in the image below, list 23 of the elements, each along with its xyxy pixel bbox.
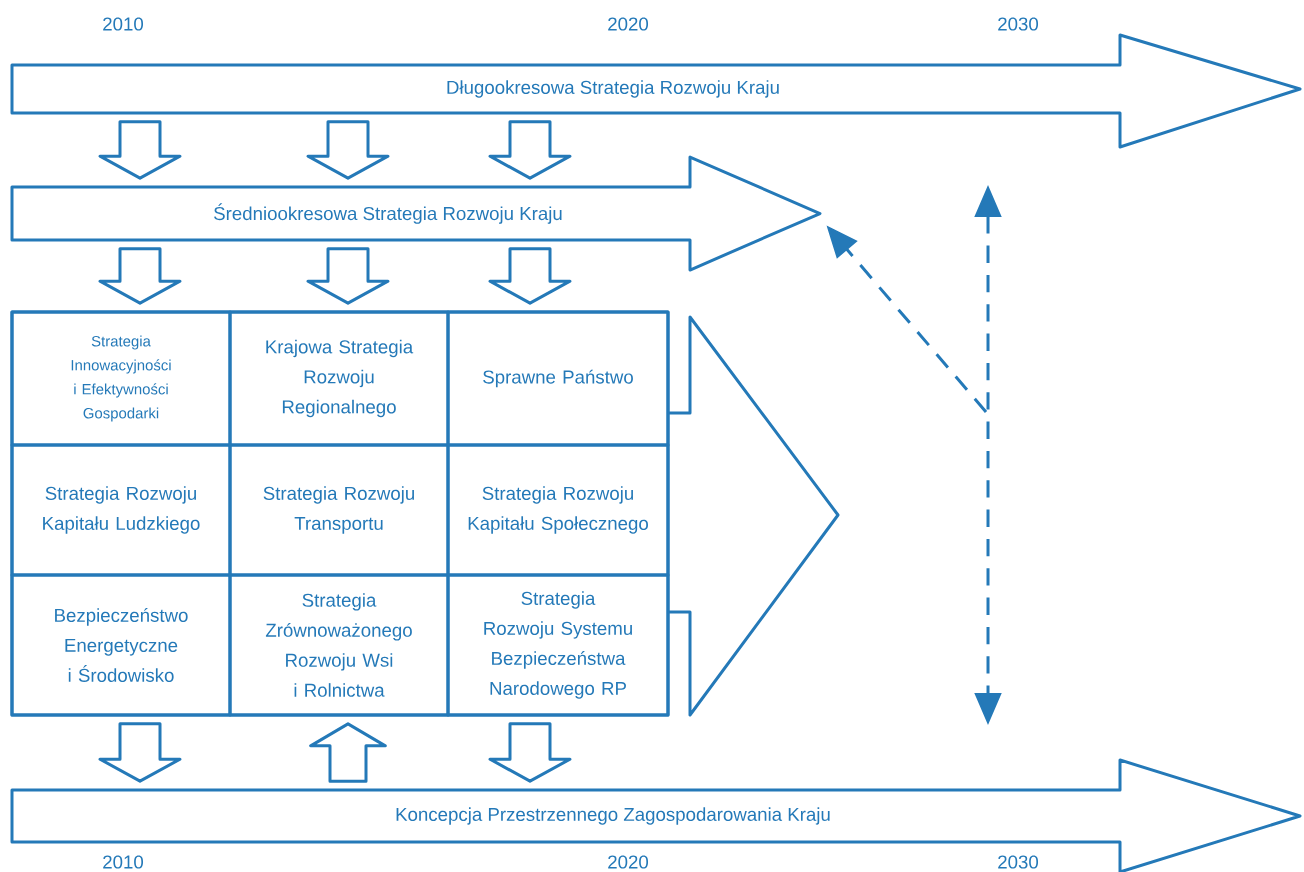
table-cell: Bezpieczeństwo Energetyczne i Środowisko [10,573,232,717]
block-arrow [306,247,390,305]
table-cell: Strategia Rozwoju Kapitału Społecznego [446,443,670,577]
table-cell: Strategia Zrównoważonego Rozwoju Wsi i Rolnictwa [228,573,450,717]
block-arrow [98,247,182,305]
table-cell: Strategia Innowacyjności i Efektywności Gospodarki [10,310,232,447]
block-arrow [306,120,390,180]
table-cell: Strategia Rozwoju Kapitału Ludzkiego [10,443,232,577]
block-arrow [98,722,182,783]
block-arrow [488,247,572,305]
table-cell: Sprawne Państwo [446,310,670,447]
block-arrow [488,722,572,783]
block-arrow [309,722,387,783]
table-cell: Krajowa Strategia Rozwoju Regionalnego [228,310,450,447]
table-cell: Strategia Rozwoju Systemu Bezpieczeństwa Narodowego RP [446,573,670,717]
year-label: 2020 [608,855,649,869]
year-label: 2030 [998,855,1039,869]
arrow-band: Średniookresowa Strategia Rozwoju Kraju [10,155,822,272]
block-arrow [488,120,572,180]
table-cell: Strategia Rozwoju Transportu [228,443,450,577]
year-label: 2010 [103,855,144,869]
arrow-band: Długookresowa Strategia Rozwoju Kraju [10,33,1302,149]
block-arrow [98,120,182,180]
